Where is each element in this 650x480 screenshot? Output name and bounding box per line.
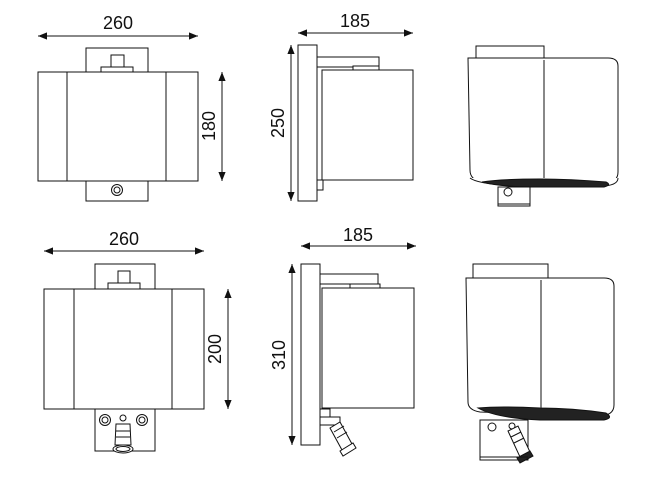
bottom-front-width-label: 260: [109, 229, 139, 249]
bottom-perspective-view: [465, 263, 615, 464]
bottom-side-shade: [321, 287, 415, 409]
bottom-front-width-dimension: 260: [44, 229, 204, 255]
bottom-side-height-label: 310: [269, 340, 289, 370]
top-persp-switch: [503, 187, 513, 197]
bottom-front-mount-knob: [117, 270, 131, 285]
top-side-height-dimension: 250: [268, 45, 295, 201]
top-front-switch: [111, 184, 123, 196]
bottom-side-light-arm: [319, 416, 341, 426]
top-front-mount-base: [100, 66, 134, 73]
bottom-front-reading-light: [114, 423, 132, 446]
bottom-front-mount-base: [107, 282, 141, 290]
bottom-front-reading-pivot: [119, 414, 127, 422]
top-side-shade: [321, 69, 414, 181]
top-front-shade: [37, 71, 199, 182]
top-persp-bottom-plate: [497, 186, 531, 207]
top-side-arm: [316, 56, 380, 68]
top-front-switch-inner: [113, 186, 121, 194]
top-side-depth-label: 185: [340, 11, 370, 31]
bottom-front-height-label: 200: [205, 334, 225, 364]
top-front-width-dimension: 260: [38, 13, 198, 40]
top-front-view: [37, 47, 199, 202]
bottom-front-switch-right: [136, 414, 148, 426]
top-side-arm-cap: [352, 65, 380, 71]
bottom-front-shade: [43, 288, 205, 410]
bottom-side-reading-light-head: [339, 442, 357, 457]
bottom-side-depth-label: 185: [343, 225, 373, 245]
bottom-persp-switch: [487, 422, 497, 432]
top-side-wall-plate: [297, 44, 318, 202]
bottom-front-view: [43, 263, 205, 454]
bottom-front-switch-left: [99, 414, 111, 426]
top-front-width-label: 260: [103, 13, 133, 33]
top-side-height-label: 250: [268, 108, 288, 138]
top-front-height-label: 180: [199, 111, 219, 141]
top-persp-shade: [467, 57, 619, 184]
bottom-side-arm-cap: [349, 283, 381, 289]
bottom-persp-shade: [465, 277, 615, 417]
bottom-side-depth-dimension: 185: [301, 225, 416, 250]
bottom-side-switch: [319, 408, 331, 418]
top-side-depth-dimension: 185: [298, 11, 413, 37]
bottom-side-height-dimension: 310: [269, 264, 296, 445]
bottom-side-view: [300, 263, 415, 457]
bottom-front-height-dimension: 200: [205, 289, 232, 409]
bottom-side-wall-plate: [300, 263, 321, 446]
top-side-switch: [316, 179, 324, 191]
top-front-height-dimension: 180: [199, 72, 226, 181]
top-side-view: [297, 44, 414, 202]
bottom-persp-bottom-opening: [476, 406, 610, 421]
bottom-side-arm: [319, 273, 379, 285]
top-perspective-view: [467, 45, 619, 207]
